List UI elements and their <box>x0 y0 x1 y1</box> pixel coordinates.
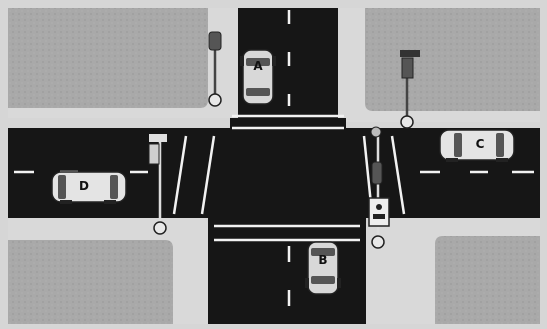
road-south <box>208 218 366 324</box>
grass-block-bottom-left <box>8 240 173 324</box>
grass-block-bottom-right <box>435 236 540 324</box>
car-b-label: B <box>318 253 327 267</box>
car-d: D <box>52 172 126 204</box>
car-a: A <box>240 50 276 104</box>
car-b: B <box>305 242 341 294</box>
intersection-box <box>208 118 366 226</box>
car-d-label: D <box>79 179 89 193</box>
grass-block-top-right <box>365 8 540 111</box>
car-c: C <box>440 130 514 162</box>
car-a-label: A <box>253 59 263 73</box>
car-c-label: C <box>476 137 485 151</box>
grass-block-top-left <box>8 8 208 108</box>
